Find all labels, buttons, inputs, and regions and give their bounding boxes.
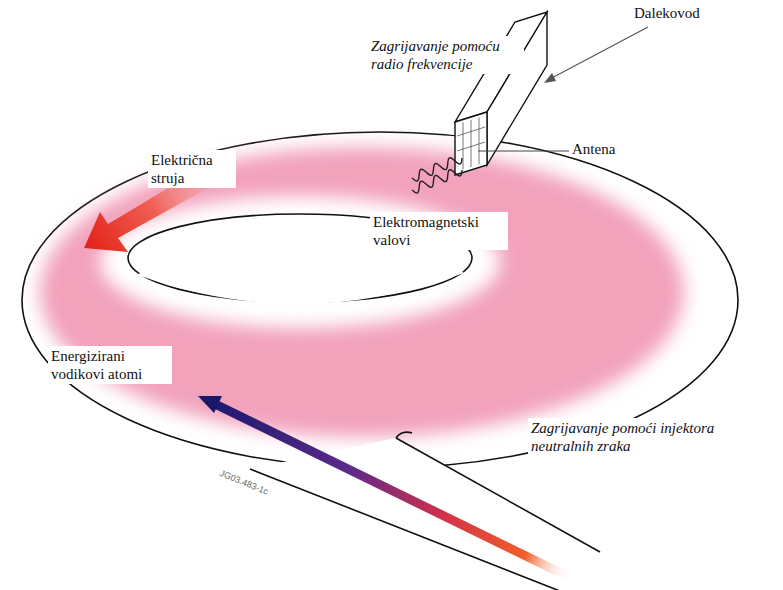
waveguide-side	[487, 12, 547, 165]
antenna-rod	[457, 127, 485, 136]
em-waves	[412, 158, 462, 193]
plasma-band	[40, 147, 684, 437]
wave-label: Elektromagnetski valovi	[370, 212, 508, 250]
leader-line	[478, 150, 569, 151]
beam-arrowhead	[198, 396, 222, 413]
torus-outline	[22, 132, 738, 468]
antenna-rod	[471, 120, 472, 167]
duct-lip	[396, 432, 412, 438]
antenna-rod	[479, 118, 480, 165]
component-label: Dalekovod	[634, 4, 774, 22]
wave	[412, 158, 462, 181]
heating-label: Zagrijavanje pomoći injektora neutralnih…	[528, 418, 724, 456]
component-label: Antena	[572, 140, 662, 158]
leader-arrowhead	[544, 73, 556, 83]
atoms-label: Energizirani vodikovi atomi	[48, 346, 172, 384]
wave	[412, 170, 462, 193]
hole-rim	[140, 270, 462, 301]
antenna-rod	[463, 123, 464, 170]
waveguide-mouth	[455, 112, 487, 175]
current-label: Električna struja	[148, 150, 236, 188]
antenna-rod	[457, 142, 485, 151]
beam-arrow	[215, 404, 575, 580]
duct-wall	[250, 469, 570, 590]
leader-line	[548, 27, 648, 80]
heating-label: Zagrijavanje pomoću radio frekvencije	[368, 36, 524, 74]
